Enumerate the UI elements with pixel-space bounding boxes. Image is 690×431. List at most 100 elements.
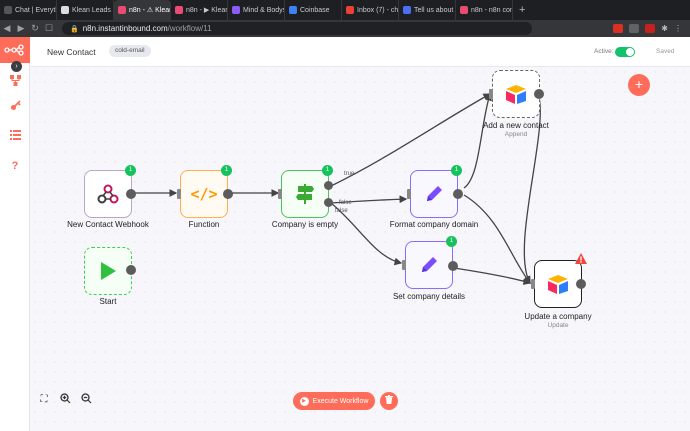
node-format-label: Format company domain [389, 220, 479, 229]
node-format-output[interactable] [453, 189, 463, 199]
new-tab-icon[interactable]: + [519, 4, 526, 16]
warning-icon[interactable] [575, 253, 587, 264]
lock-icon: 🔒 [70, 25, 79, 33]
node-if-input[interactable] [278, 189, 282, 199]
node-webhook-badge: 1 [125, 165, 136, 176]
node-update-company[interactable] [534, 253, 587, 308]
airtable-icon [535, 261, 581, 307]
node-add-contact-input[interactable] [489, 89, 493, 99]
node-start[interactable] [84, 247, 132, 295]
network-icon[interactable] [8, 75, 22, 89]
tab-label: n8n - ▶ Kleanlead [186, 7, 227, 14]
browser-tab[interactable]: Inbox (7) - christian [342, 0, 399, 20]
edge-label-false-1: false [339, 200, 352, 206]
connection-if-set-company [330, 202, 403, 266]
tab-favicon-icon [118, 6, 126, 14]
node-add-contact-output[interactable] [534, 89, 544, 99]
node-webhook[interactable]: 1 [84, 165, 136, 218]
node-set-company-badge: 1 [446, 236, 457, 247]
play-circle-icon: ▶ [299, 396, 309, 406]
tab-label: Inbox (7) - christian [357, 6, 399, 14]
n8n-logo[interactable] [0, 37, 30, 63]
extensions-area: ✱ ⋮ [613, 24, 690, 33]
url-field[interactable]: 🔒 n8n.instantinbound.com/workflow/11 [62, 22, 532, 35]
tab-favicon-icon [289, 6, 297, 14]
connection-format-add-contact [463, 92, 492, 189]
extension-icon-1[interactable] [613, 24, 624, 33]
browser-tab[interactable]: n8n - ▶ Kleanlead [171, 0, 228, 20]
connection-if-format [330, 195, 408, 204]
extension-icon-2[interactable] [629, 24, 640, 33]
node-webhook-output[interactable] [126, 189, 136, 199]
node-set-company-output[interactable] [448, 261, 458, 271]
pen-icon [411, 171, 457, 217]
executions-list-icon[interactable] [8, 129, 22, 143]
zoom-in-icon[interactable] [58, 393, 72, 407]
active-toggle[interactable] [615, 47, 635, 57]
tab-label: Mind & Bodysculp [243, 6, 284, 14]
node-add-new-contact[interactable] [492, 70, 540, 118]
workflow-name[interactable]: New Contact [47, 47, 96, 57]
tab-favicon-icon [403, 6, 411, 14]
key-icon[interactable] [8, 100, 22, 114]
node-set-company-label: Set company details [392, 292, 466, 301]
browser-tab[interactable]: n8n - ⚠ Kleanl× [114, 0, 171, 20]
play-icon [85, 248, 131, 294]
browser-tab[interactable]: Chat | Everything | [0, 0, 57, 20]
node-format-company-domain[interactable]: 1 [410, 165, 462, 218]
node-function[interactable]: </> 1 [180, 165, 232, 218]
tab-label: Chat | Everything | [15, 6, 56, 14]
node-start-label: Start [99, 297, 117, 306]
webhook-icon [85, 171, 131, 217]
browser-tab[interactable]: n8n - n8n commu [456, 0, 513, 20]
help-icon[interactable]: ? [11, 160, 19, 172]
node-set-company-input[interactable] [402, 260, 406, 270]
add-node-button[interactable]: + [628, 74, 650, 96]
browser-tab[interactable]: Klean Leads - Dash [57, 0, 114, 20]
puzzle-icon[interactable]: ✱ [661, 24, 668, 33]
node-company-is-empty[interactable]: 1 [281, 165, 333, 218]
menu-icon[interactable]: ⋮ [674, 24, 682, 33]
workflow-tag[interactable]: cold-email [109, 45, 151, 57]
expand-sidebar-button[interactable]: › [11, 61, 22, 72]
node-if-badge: 1 [322, 165, 333, 176]
edge-label-true: true [344, 171, 355, 177]
trash-icon [385, 395, 393, 404]
bookmark-icon[interactable]: ☐ [44, 23, 54, 33]
signpost-icon [282, 171, 328, 217]
browser-tab[interactable]: Tell us about your [399, 0, 456, 20]
tab-label: Coinbase [300, 6, 330, 14]
workflow-canvas[interactable]: true false false 1 New Contact Webhook <… [30, 67, 690, 431]
node-update-output[interactable] [576, 279, 586, 289]
zoom-out-icon[interactable] [79, 393, 93, 407]
reload-icon[interactable]: ↻ [31, 23, 39, 33]
url-path: /workflow/11 [167, 24, 212, 33]
browser-tab[interactable]: Coinbase [285, 0, 342, 20]
node-function-input[interactable] [177, 189, 181, 199]
node-function-output[interactable] [223, 189, 233, 199]
execute-workflow-button[interactable]: ▶ Execute Workflow [293, 392, 375, 410]
node-webhook-label: New Contact Webhook [67, 220, 149, 229]
node-add-contact-sub: Append [504, 131, 528, 138]
node-set-company-details[interactable]: 1 [405, 236, 457, 289]
forward-icon[interactable]: ▶ [17, 23, 25, 33]
node-add-contact-label: Add a new contact [483, 121, 549, 130]
node-start-output[interactable] [126, 265, 136, 275]
node-if-output-true[interactable] [324, 181, 333, 190]
connection-if-add-contact [330, 93, 492, 187]
zoom-to-fit-icon[interactable]: ⛶ [40, 394, 48, 405]
node-update-input[interactable] [531, 279, 535, 289]
tab-favicon-icon [232, 6, 240, 14]
node-function-badge: 1 [221, 165, 232, 176]
node-format-input[interactable] [407, 189, 411, 199]
node-function-label: Function [188, 220, 220, 229]
logo-icon [4, 44, 24, 56]
browser-tab[interactable]: Mind & Bodysculp [228, 0, 285, 20]
connection-add-contact-update [523, 93, 541, 285]
extension-icon-3[interactable] [645, 24, 656, 33]
node-if-output-false[interactable] [324, 198, 333, 207]
tab-favicon-icon [346, 6, 354, 14]
back-icon[interactable]: ◀ [3, 23, 11, 33]
delete-execution-button[interactable] [380, 392, 398, 410]
active-label: Active: [594, 48, 614, 55]
